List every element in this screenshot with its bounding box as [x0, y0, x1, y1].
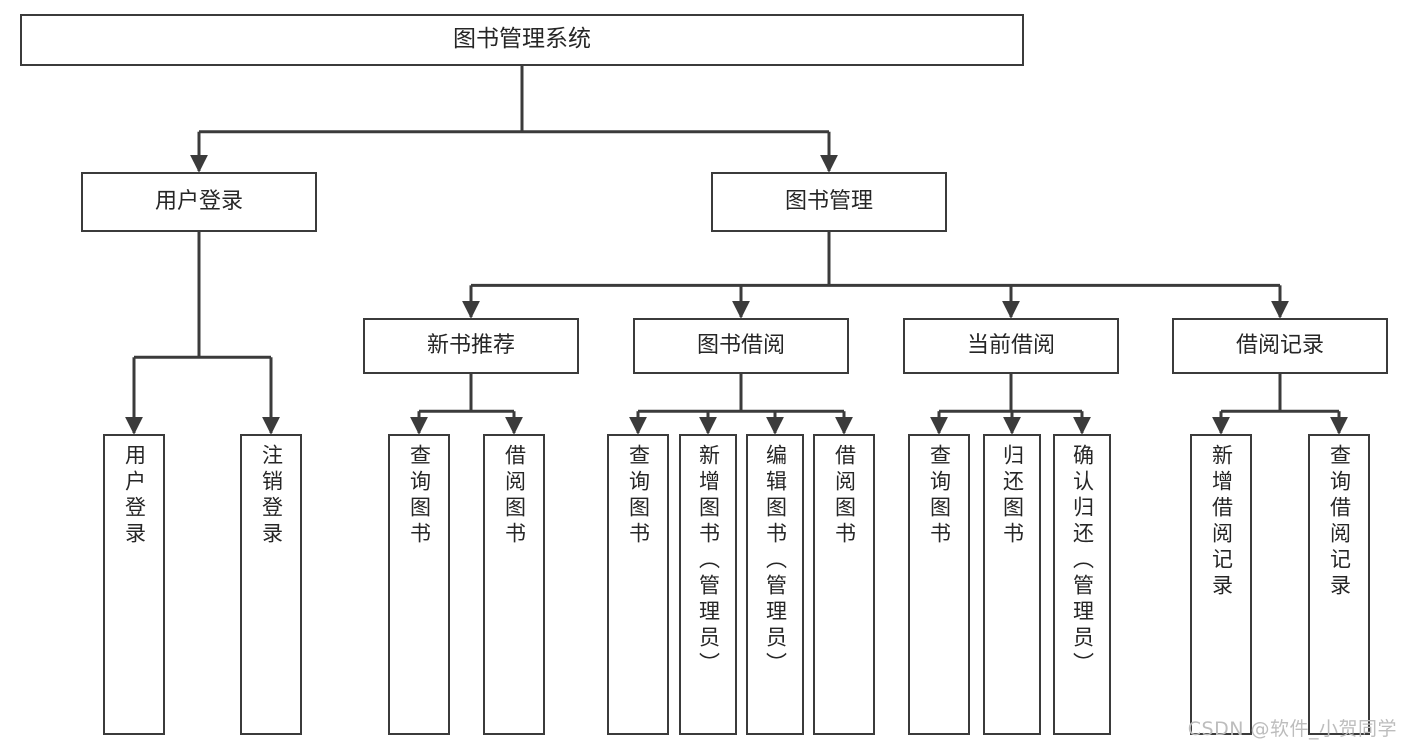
leaf-query-book-current[interactable]: 查询图书 [908, 434, 970, 735]
node-book-borrow[interactable]: 图书借阅 [633, 318, 849, 374]
leaf-add-book-admin[interactable]: 新增图书（管理员） [679, 434, 737, 735]
leaf-label: 归还图书 [1000, 444, 1025, 548]
leaf-return-book[interactable]: 归还图书 [983, 434, 1041, 735]
leaf-label: 注销登录 [259, 444, 284, 548]
leaf-logout[interactable]: 注销登录 [240, 434, 302, 735]
leaf-label: 借阅图书 [832, 444, 857, 548]
leaf-query-book[interactable]: 查询图书 [607, 434, 669, 735]
leaf-user-login[interactable]: 用户登录 [103, 434, 165, 735]
node-book-management[interactable]: 图书管理 [711, 172, 947, 232]
leaf-edit-book-admin[interactable]: 编辑图书（管理员） [746, 434, 804, 735]
leaf-label: 新增借阅记录 [1209, 444, 1234, 600]
leaf-query-borrow-record[interactable]: 查询借阅记录 [1308, 434, 1370, 735]
leaf-label: 查询图书 [626, 444, 651, 548]
leaf-borrow-book[interactable]: 借阅图书 [813, 434, 875, 735]
leaf-query-book-rec[interactable]: 查询图书 [388, 434, 450, 735]
leaf-label: 确认归还（管理员） [1070, 444, 1095, 678]
node-new-book-recommend[interactable]: 新书推荐 [363, 318, 579, 374]
node-borrow-record[interactable]: 借阅记录 [1172, 318, 1388, 374]
watermark: CSDN @软件_小贺同学 [1187, 718, 1397, 740]
leaf-label: 查询借阅记录 [1327, 444, 1352, 600]
node-user-login[interactable]: 用户登录 [81, 172, 317, 232]
leaf-label: 新增图书（管理员） [696, 444, 721, 678]
leaf-label: 查询图书 [407, 444, 432, 548]
node-root[interactable]: 图书管理系统 [20, 14, 1024, 66]
leaf-label: 编辑图书（管理员） [763, 444, 788, 678]
leaf-confirm-return-admin[interactable]: 确认归还（管理员） [1053, 434, 1111, 735]
leaf-label: 用户登录 [122, 444, 147, 548]
leaf-label: 借阅图书 [502, 444, 527, 548]
node-current-borrow[interactable]: 当前借阅 [903, 318, 1119, 374]
leaf-label: 查询图书 [927, 444, 952, 548]
leaf-add-borrow-record[interactable]: 新增借阅记录 [1190, 434, 1252, 735]
leaf-borrow-book-rec[interactable]: 借阅图书 [483, 434, 545, 735]
